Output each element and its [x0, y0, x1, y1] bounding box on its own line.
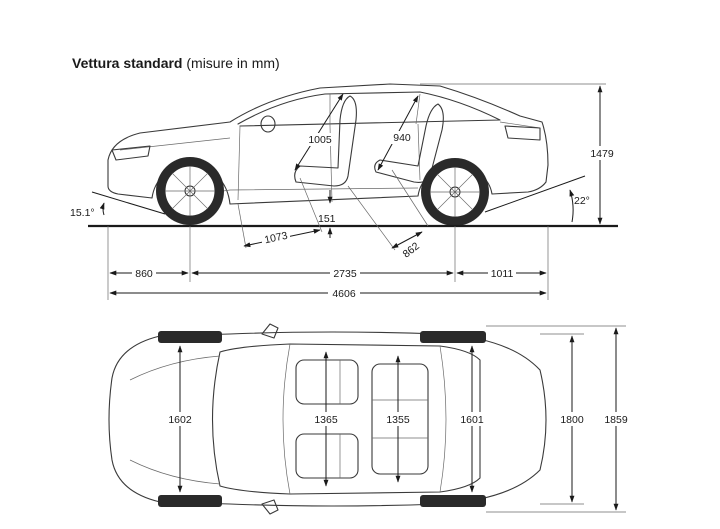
front-headroom-label: 1005: [308, 134, 332, 146]
side-window-line: [237, 91, 501, 127]
front-legroom-label: 1073: [263, 230, 288, 247]
ground-clearance-label: 151: [318, 213, 336, 225]
rear-right-tyre: [420, 495, 486, 507]
top-extension-lines: [486, 325, 626, 513]
height-label: 1479: [590, 148, 614, 160]
rear-legroom-label: 862: [401, 240, 422, 260]
front-track-label: 1602: [168, 414, 192, 426]
side-view-car: [107, 83, 549, 226]
wheelbase-label: 2735: [333, 268, 357, 280]
top-view-car: [108, 323, 547, 515]
front-wheel: [156, 157, 224, 225]
approach-angle-line: [91, 191, 166, 215]
front-overhang-label: 860: [135, 268, 153, 280]
page-title: Vettura standard (misure in mm): [72, 54, 280, 72]
top-body-outline: [108, 331, 547, 507]
length-label: 4606: [332, 288, 356, 300]
departure-angle-label: 22°: [574, 195, 590, 207]
rear-left-tyre: [420, 331, 486, 343]
front-left-tyre: [158, 331, 222, 343]
rear-wheel: [421, 158, 489, 226]
title-bold: Vettura standard: [72, 55, 183, 71]
width-body-label: 1800: [560, 414, 584, 426]
rear-track-label: 1601: [460, 414, 484, 426]
rear-overhang-label: 1011: [491, 268, 514, 280]
rear-headroom-label: 940: [393, 132, 411, 144]
approach-angle-label: 15.1°: [70, 207, 95, 219]
front-shoulder-label: 1365: [314, 414, 338, 426]
departure-angle-line: [484, 175, 586, 213]
width-mirrors-label: 1859: [604, 414, 628, 426]
side-extension-lines: [107, 83, 606, 300]
front-right-tyre: [158, 495, 222, 507]
rear-shoulder-label: 1355: [386, 414, 410, 426]
title-rest: (misure in mm): [182, 55, 280, 71]
rear-seat: [374, 103, 444, 183]
